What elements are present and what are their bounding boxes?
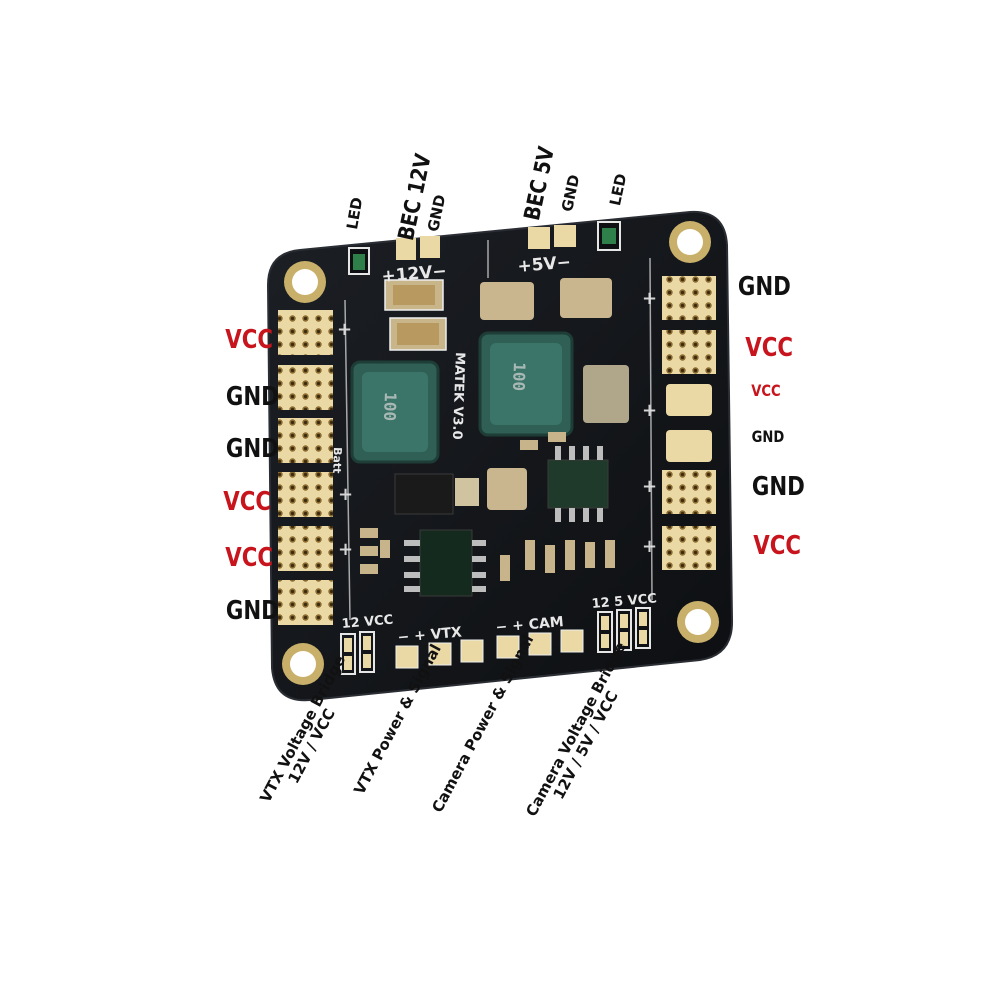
pad-5v-label: +5V−: [517, 252, 572, 277]
svg-text:+: +: [642, 536, 657, 557]
batt-label: Batt: [330, 447, 344, 474]
svg-text:+: +: [338, 539, 353, 560]
svg-text:+: +: [642, 400, 657, 421]
ics: [394, 446, 609, 597]
cam-bridge-board-label: 12 5 VCC: [591, 591, 657, 612]
left-label-3: GND: [225, 434, 279, 464]
right-pads: [662, 276, 716, 570]
right-label-1: GND: [737, 272, 791, 302]
left-label-2: GND: [225, 382, 279, 412]
smd-parts: [360, 432, 615, 581]
top-pads: [348, 221, 621, 275]
brand-label: MATEK V3.0: [449, 352, 467, 440]
svg-text:+: +: [642, 476, 657, 497]
left-label-1: VCC: [225, 325, 274, 355]
mounting-holes: [282, 221, 719, 685]
vtx-row-label: − + VTX: [397, 624, 463, 646]
bottom-pads: [340, 607, 651, 675]
right-label-3: VCC: [751, 381, 781, 400]
svg-text:+: +: [642, 288, 657, 309]
vtx-bridge-board-label: 12 VCC: [341, 613, 394, 632]
cam-row-label: − + CAM: [495, 614, 564, 636]
inductor-code-2: 100: [509, 362, 529, 392]
left-label-4: VCC: [223, 487, 272, 517]
capacitors: [384, 278, 629, 510]
right-label-2: VCC: [745, 333, 794, 363]
left-label-6: GND: [225, 596, 279, 626]
left-pads: [278, 310, 333, 625]
right-label-5: GND: [751, 472, 805, 502]
inductors: [350, 331, 574, 464]
right-label-6: VCC: [753, 531, 802, 561]
inductor-code-1: 100: [380, 392, 400, 422]
right-label-4: GND: [751, 427, 785, 446]
left-label-5: VCC: [225, 543, 274, 573]
svg-text:+: +: [338, 484, 353, 505]
svg-text:+: +: [337, 319, 352, 340]
board-outline: [266, 210, 734, 702]
